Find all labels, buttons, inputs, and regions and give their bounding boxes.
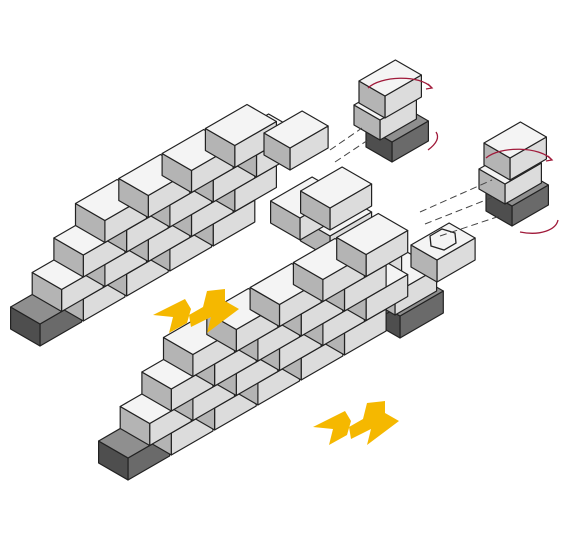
loose-blocks [263, 59, 550, 283]
corner-block [300, 166, 373, 231]
tilted-block [263, 110, 329, 171]
front-wall-block [336, 212, 409, 278]
hex-block [410, 222, 476, 283]
front-wall [97, 212, 409, 481]
rotating-block [358, 59, 422, 119]
hexagon-mark [429, 228, 457, 251]
double-arrow-icon [313, 401, 399, 445]
connector-lines [329, 127, 501, 237]
double-arrow-icon [153, 289, 239, 333]
rotating-block [483, 121, 548, 181]
rotation-arrow-icon [367, 77, 559, 234]
back-wall [10, 103, 299, 347]
